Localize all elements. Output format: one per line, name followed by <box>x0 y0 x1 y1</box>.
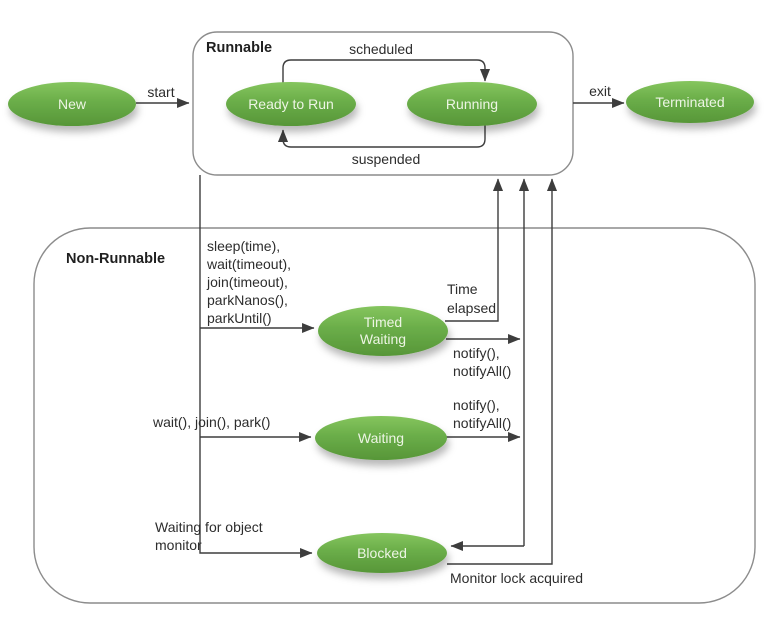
label-time-elapsed-line2: elapsed <box>447 300 496 316</box>
label-waiting-notify: notify(), notifyAll() <box>453 397 511 431</box>
non-runnable-container-label: Non-Runnable <box>66 251 165 267</box>
state-timed-waiting: Timed Waiting <box>318 306 448 356</box>
label-to-blocked-line2: monitor <box>155 537 202 553</box>
state-terminated-label: Terminated <box>655 94 724 110</box>
state-ready-to-run-ellipse <box>226 82 356 126</box>
state-timed-waiting-ellipse <box>318 306 448 356</box>
label-to-waiting: wait(), join(), park() <box>152 414 270 430</box>
label-start: start <box>147 84 174 100</box>
edge-to-blocked <box>199 175 313 559</box>
state-blocked-label: Blocked <box>357 545 407 561</box>
label-to-timed-waiting-line3: join(timeout), <box>206 274 288 290</box>
state-blocked-ellipse <box>317 533 447 573</box>
label-suspended: suspended <box>352 151 421 167</box>
state-new-label: New <box>58 96 87 112</box>
edge-suspended <box>277 125 486 148</box>
label-to-timed-waiting-line4: parkNanos(), <box>207 292 288 308</box>
state-running-ellipse <box>407 82 537 126</box>
label-waiting-notify-line2: notifyAll() <box>453 415 511 431</box>
state-new-ellipse <box>8 82 136 126</box>
state-timed-waiting-label-line2: Waiting <box>360 331 406 347</box>
state-new: New <box>8 82 136 126</box>
non-runnable-container-box <box>33 227 756 604</box>
label-to-blocked-line1: Waiting for object <box>155 519 263 535</box>
label-time-elapsed: Time elapsed <box>447 281 496 316</box>
state-running-label: Running <box>446 96 498 112</box>
label-timed-waiting-notify-line2: notifyAll() <box>453 363 511 379</box>
label-time-elapsed-line1: Time <box>447 281 478 297</box>
label-waiting-notify-line1: notify(), <box>453 397 500 413</box>
label-to-blocked: Waiting for object monitor <box>155 519 263 553</box>
state-timed-waiting-label-line1: Timed <box>364 314 402 330</box>
label-to-timed-waiting-line5: parkUntil() <box>207 310 272 326</box>
edge-time-elapsed <box>445 178 504 322</box>
state-blocked: Blocked <box>317 533 447 573</box>
state-terminated-ellipse <box>626 81 754 123</box>
label-to-timed-waiting-line1: sleep(time), <box>207 238 280 254</box>
label-timed-waiting-notify: notify(), notifyAll() <box>453 345 511 379</box>
label-monitor-lock-acquired: Monitor lock acquired <box>450 570 583 586</box>
label-timed-waiting-notify-line1: notify(), <box>453 345 500 361</box>
edge-scheduled <box>282 59 491 84</box>
state-waiting-label: Waiting <box>358 430 404 446</box>
state-ready-to-run: Ready to Run <box>226 82 356 126</box>
label-scheduled: scheduled <box>349 41 413 57</box>
state-waiting: Waiting <box>315 416 447 460</box>
edge-monitor-lock-acquired <box>447 178 558 565</box>
state-terminated: Terminated <box>626 81 754 123</box>
label-exit: exit <box>589 83 611 99</box>
state-ready-to-run-label: Ready to Run <box>248 96 334 112</box>
state-waiting-ellipse <box>315 416 447 460</box>
label-to-timed-waiting-line2: wait(timeout), <box>206 256 291 272</box>
label-to-timed-waiting: sleep(time), wait(timeout), join(timeout… <box>206 238 291 326</box>
state-running: Running <box>407 82 537 126</box>
runnable-container-label: Runnable <box>206 40 272 56</box>
